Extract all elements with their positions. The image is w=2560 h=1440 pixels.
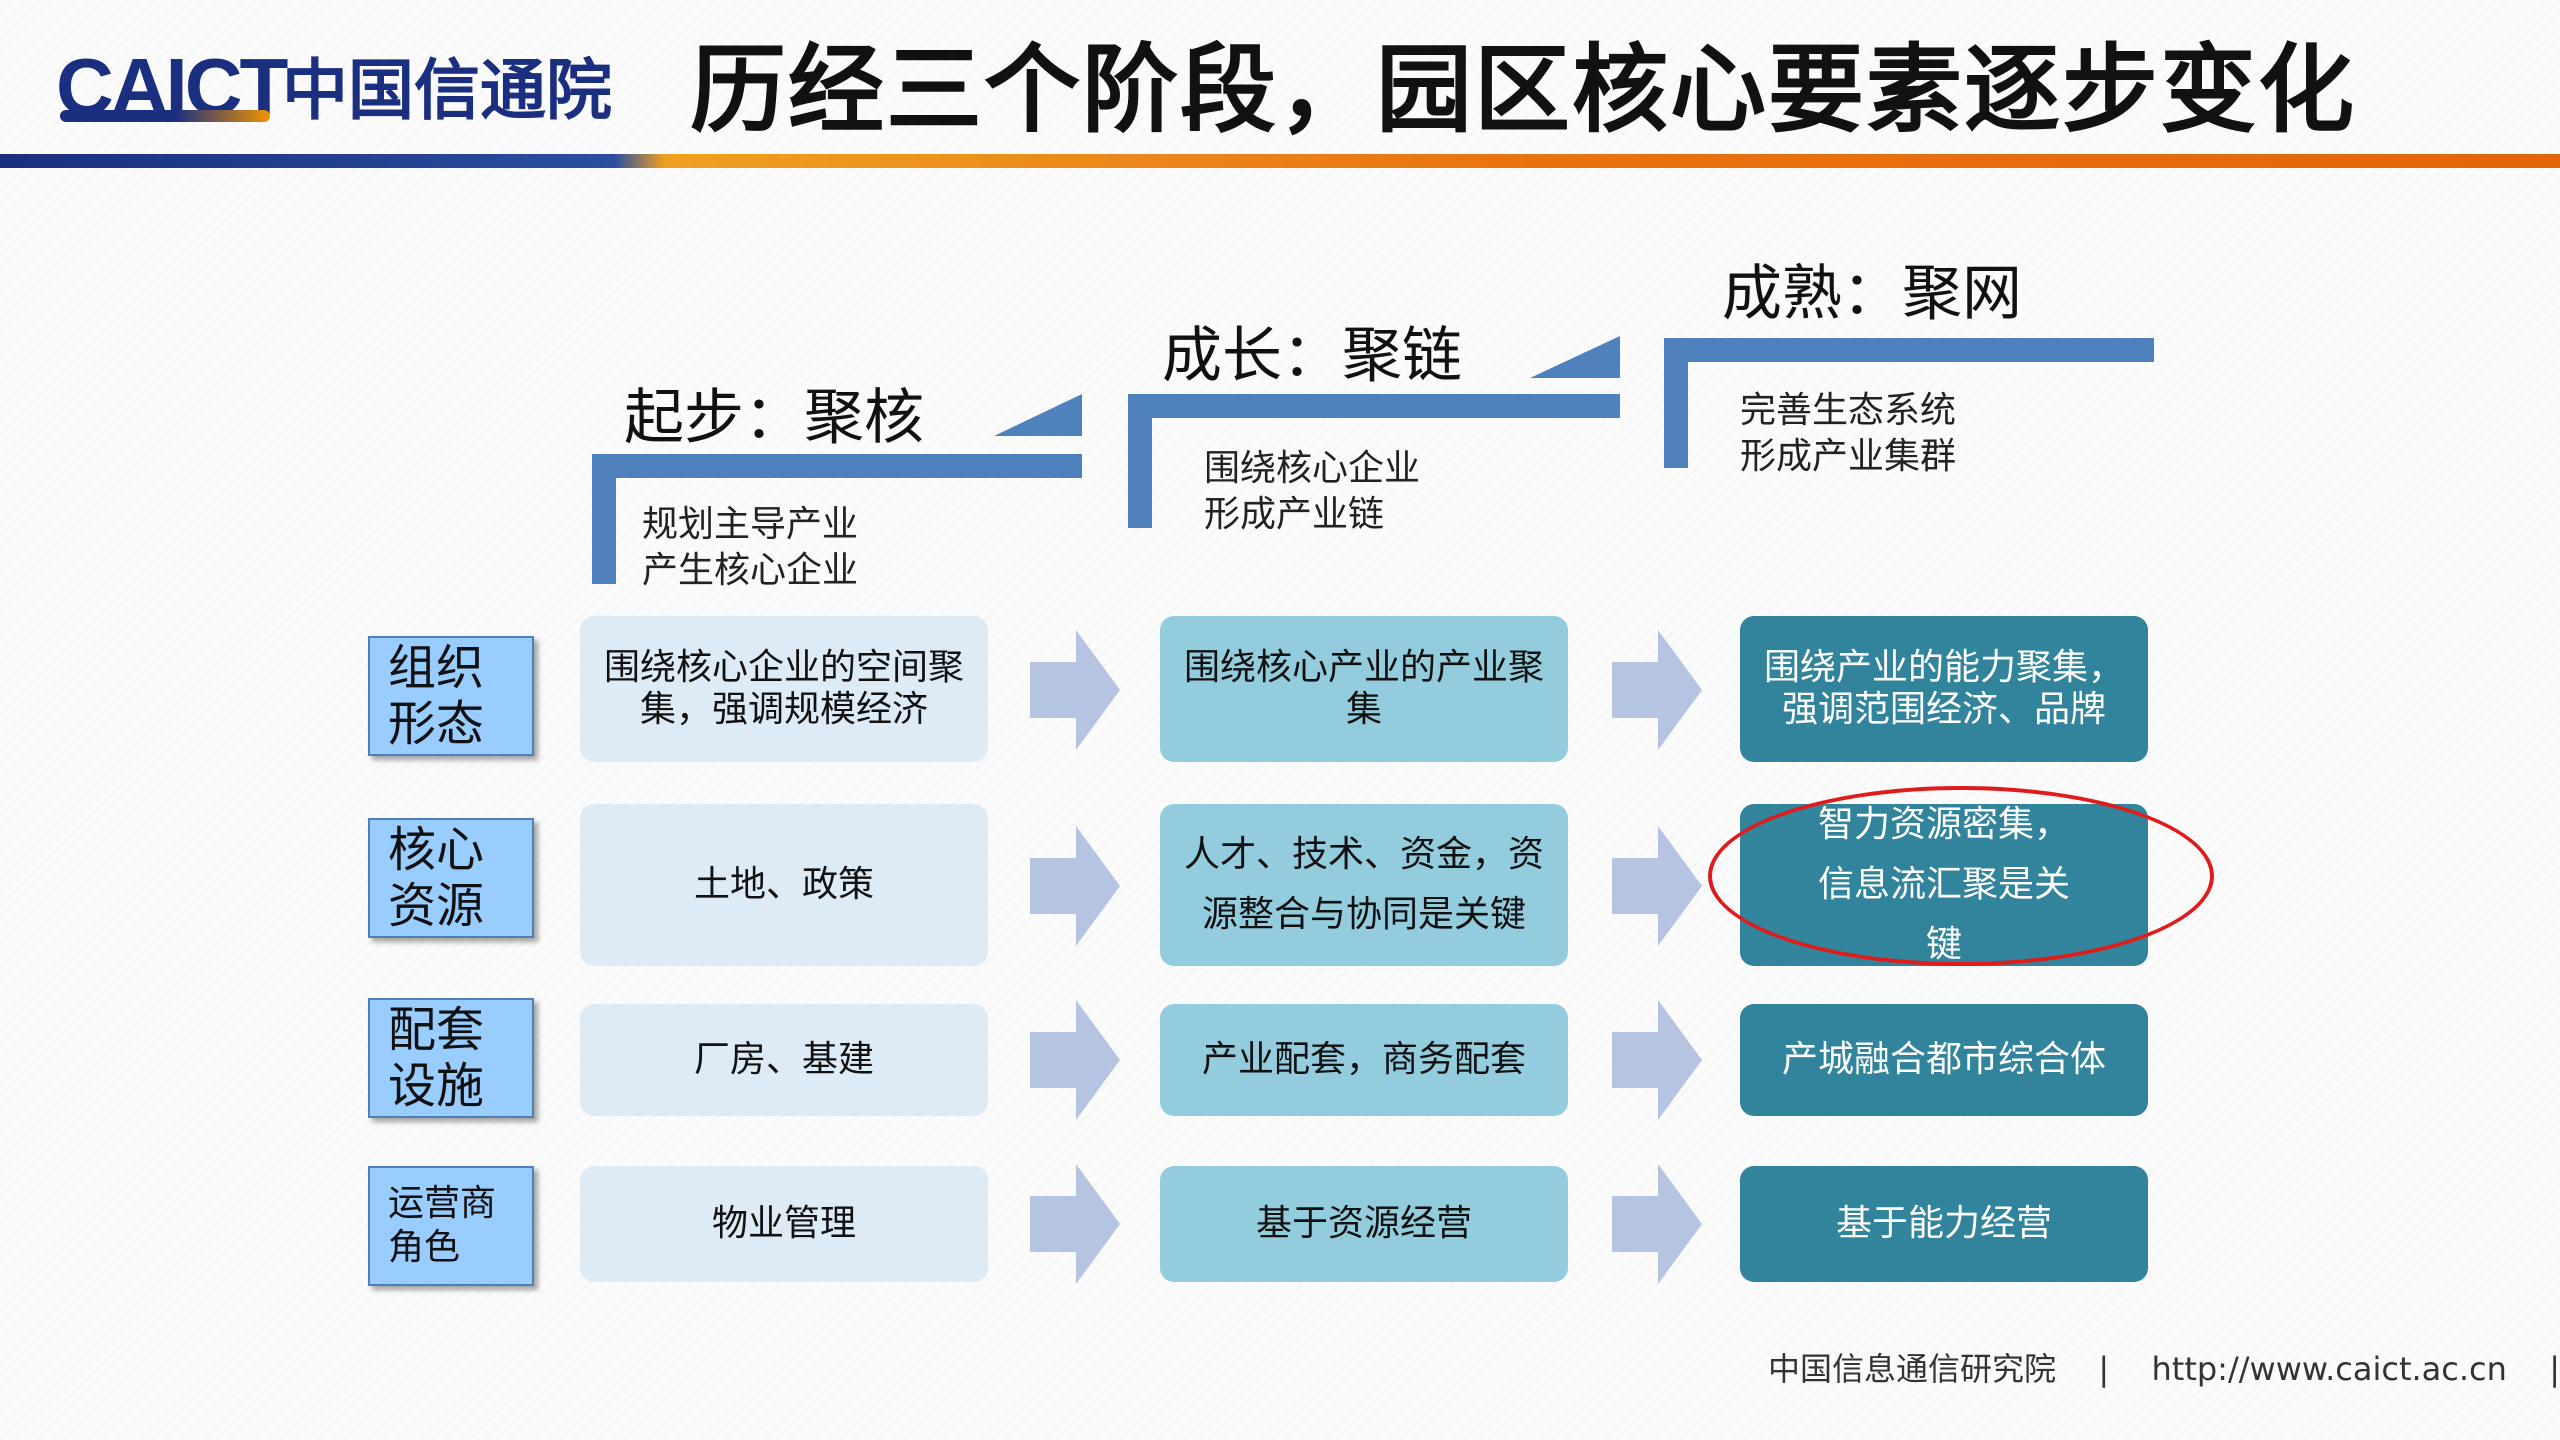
arrow-right-icon [1612,630,1702,750]
cell-facilities-start: 厂房、基建 [580,1004,988,1116]
row-label-facilities: 配套 设施 [368,998,534,1118]
footer-separator-end: | [2549,1350,2560,1388]
row-label-operator-role: 运营商 角色 [368,1166,534,1286]
cell-text: 围绕核心产业的产业聚集 [1183,647,1544,730]
cell-text: 产业配套，商务配套 [1201,1039,1526,1080]
cell-resources-start: 土地、政策 [580,804,988,966]
stage-3-step-bar [1664,338,2154,362]
stage-3-step-post [1664,338,1688,468]
row-label-text: 核心 资源 [388,822,485,934]
logo-chinese-name: 中国信通院 [282,52,612,129]
cell-facilities-mature: 产城融合都市综合体 [1740,1004,2148,1116]
cell-text: 产城融合都市综合体 [1781,1039,2106,1080]
arrow-right-icon [1030,1164,1120,1284]
row-label-text: 运营商 角色 [388,1183,497,1268]
stage-1-step-bar [592,454,1082,478]
stage-2-step-post [1128,394,1152,528]
footer-separator: | [2098,1350,2110,1388]
arrow-right-icon [1612,1000,1702,1120]
stage-desc-start: 规划主导产业 产生核心企业 [642,504,859,591]
stage-2-wedge [1530,336,1620,378]
cell-operator-growth: 基于资源经营 [1160,1166,1568,1282]
stage-title-start: 起步：聚核 [624,383,924,453]
cell-organization-growth: 围绕核心产业的产业聚集 [1160,616,1568,762]
stage-title-growth: 成长：聚链 [1162,321,1462,391]
stage-1-step-post [592,454,616,584]
cell-text: 厂房、基建 [693,1039,874,1080]
cell-text: 基于资源经营 [1255,1203,1472,1244]
stage-2-step-bar [1128,394,1620,418]
cell-operator-start: 物业管理 [580,1166,988,1282]
arrow-right-icon [1612,826,1702,946]
logo-swoosh [60,110,270,122]
header-divider [0,154,2560,168]
stage-desc-growth: 围绕核心企业 形成产业链 [1204,448,1421,535]
cell-text: 人才、技术、资金，资源整合与协同是关键 [1183,834,1544,935]
stage-desc-mature: 完善生态系统 形成产业集群 [1740,390,1957,477]
cell-text: 基于能力经营 [1835,1203,2052,1244]
cell-organization-start: 围绕核心企业的空间聚集，强调规模经济 [580,616,988,762]
stage-1-wedge [994,394,1082,436]
cell-operator-mature: 基于能力经营 [1740,1166,2148,1282]
row-label-text: 配套 设施 [388,1002,485,1114]
row-label-text: 组织 形态 [388,640,485,752]
row-label-organization: 组织 形态 [368,636,534,756]
row-label-core-resources: 核心 资源 [368,818,534,938]
footer-org: 中国信息通信研究院 [1768,1350,2057,1388]
footer: 中国信息通信研究院 | http://www.caict.ac.cn | [1768,1344,2560,1394]
cell-text: 物业管理 [711,1203,856,1244]
cell-facilities-growth: 产业配套，商务配套 [1160,1004,1568,1116]
cell-organization-mature: 围绕产业的能力聚集，强调范围经济、品牌 [1740,616,2148,762]
arrow-right-icon [1030,630,1120,750]
arrow-right-icon [1612,1164,1702,1284]
page-title: 历经三个阶段，园区核心要素逐步变化 [690,34,2356,146]
cell-text: 土地、政策 [693,864,874,905]
arrow-right-icon [1030,1000,1120,1120]
cell-text: 围绕产业的能力聚集，强调范围经济、品牌 [1763,647,2124,730]
stage-title-mature: 成熟：聚网 [1722,259,2022,329]
cell-resources-growth: 人才、技术、资金，资源整合与协同是关键 [1160,804,1568,966]
highlight-ellipse [1708,786,2214,966]
cell-text: 围绕核心企业的空间聚集，强调规模经济 [603,647,964,730]
arrow-right-icon [1030,826,1120,946]
footer-url[interactable]: http://www.caict.ac.cn [2151,1350,2507,1388]
